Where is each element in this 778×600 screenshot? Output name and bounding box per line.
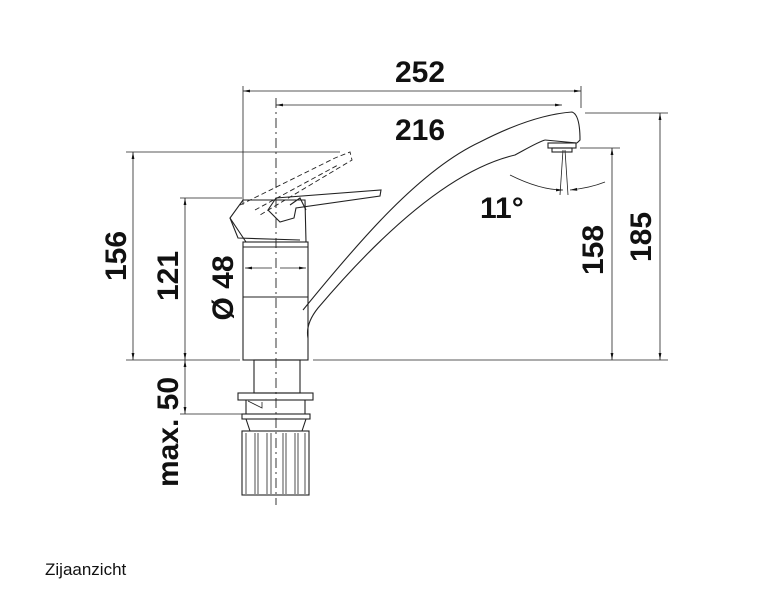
dimension-label-121: 121 xyxy=(152,251,185,301)
extension-lines xyxy=(126,86,668,415)
mounting-assembly xyxy=(237,359,314,496)
dimension-max-50: max. 50 xyxy=(152,360,187,487)
dimension-185: 185 xyxy=(625,113,662,360)
dimension-label-185: 185 xyxy=(625,212,658,262)
dimension-121: 121 xyxy=(152,198,187,360)
dimension-252: 252 xyxy=(243,56,581,93)
dimension-156: 156 xyxy=(100,152,135,360)
lever-handle xyxy=(267,189,382,223)
dimension-label-diameter-48: Ø 48 xyxy=(207,255,240,320)
angle-label-11: 11° xyxy=(480,192,524,225)
view-caption: Zijaanzicht xyxy=(45,560,127,579)
spout xyxy=(302,111,581,339)
angle-11: 11° xyxy=(480,149,606,225)
dimension-158: 158 xyxy=(577,148,614,360)
dimension-label-156: 156 xyxy=(100,231,133,281)
dimension-diameter-48: Ø 48 xyxy=(207,255,306,321)
dimension-216: 216 xyxy=(276,103,562,147)
dimension-label-max-50: max. 50 xyxy=(152,377,185,487)
faucet-body xyxy=(229,199,309,361)
dimension-label-158: 158 xyxy=(577,225,610,275)
dimension-label-252: 252 xyxy=(395,56,445,89)
dimension-label-216: 216 xyxy=(395,114,445,147)
lever-raised-position xyxy=(239,151,353,216)
